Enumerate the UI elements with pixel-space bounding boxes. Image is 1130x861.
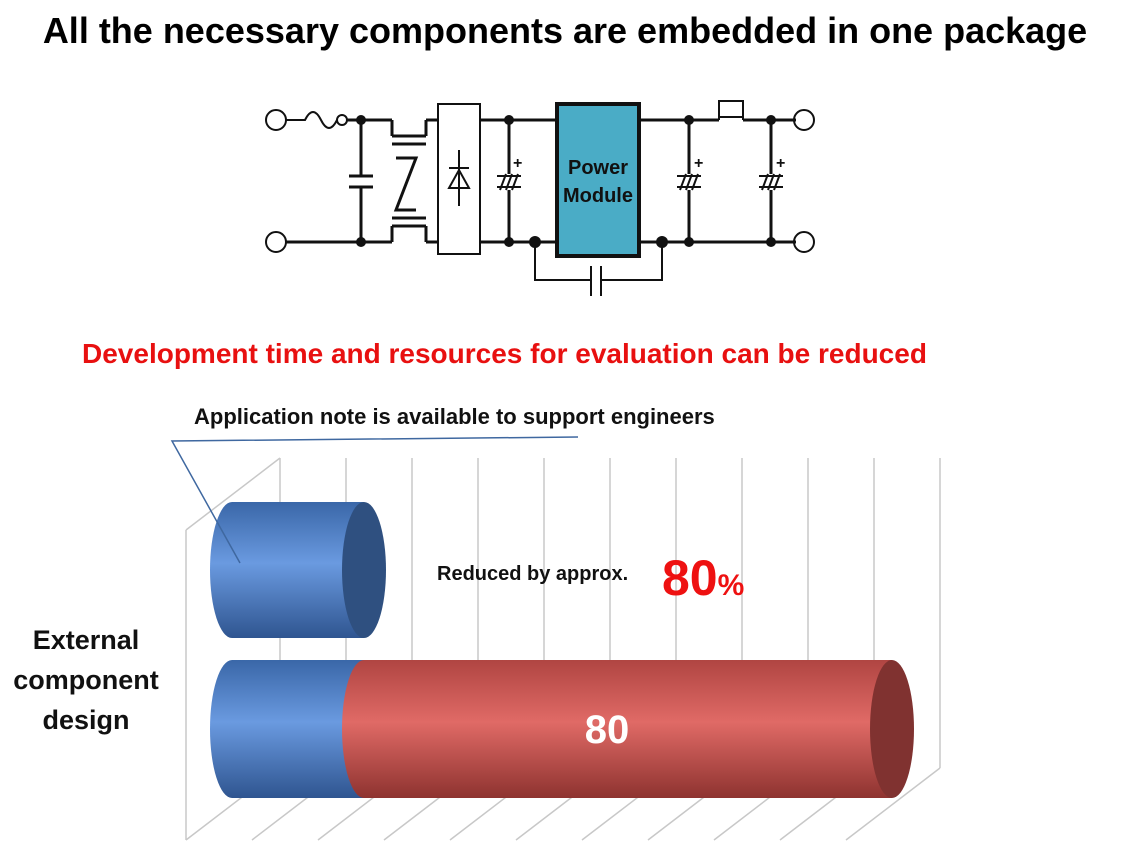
series-bar-red	[342, 660, 914, 798]
svg-text:+: +	[694, 155, 703, 172]
output-inductor	[718, 100, 744, 118]
series-bar-blue	[210, 660, 364, 798]
page-title: All the necessary components are embedde…	[42, 10, 1088, 51]
category-label-line: External	[32, 625, 140, 655]
callout-line	[170, 436, 579, 564]
reduction-annotation-text: Reduced by approx.	[437, 563, 629, 585]
reference-bar	[210, 502, 386, 638]
category-label-line: component	[13, 665, 159, 695]
output-capacitor-2: +	[759, 120, 785, 242]
category-label: External component design	[4, 620, 168, 740]
rectifier-block	[437, 103, 481, 255]
bar-data-label: 80	[584, 708, 630, 752]
output-terminal-bottom	[793, 231, 815, 253]
svg-text:+: +	[776, 155, 785, 172]
common-mode-choke	[392, 120, 428, 242]
category-label-line: design	[42, 705, 130, 735]
output-terminal-top	[793, 109, 815, 131]
category-label-text: External component design	[13, 625, 159, 735]
input-terminal-bottom	[265, 231, 287, 253]
subtitle: Development time and resources for evalu…	[82, 338, 927, 369]
junction-dot	[356, 115, 366, 125]
svg-text:+: +	[513, 155, 522, 172]
chart-area	[170, 436, 941, 841]
power-module-label-line2: Module	[563, 185, 633, 207]
input-capacitor: +	[497, 120, 522, 242]
loop-capacitor	[534, 242, 663, 296]
application-note: Application note is available to support…	[194, 404, 715, 429]
reduction-unit: %	[717, 569, 745, 602]
reduction-value: 80	[662, 550, 718, 606]
fuse-symbol	[286, 111, 338, 129]
power-module-label-line1: Power	[568, 157, 628, 179]
junction-dot	[356, 237, 366, 247]
reduction-percentage: 80%	[662, 549, 744, 607]
input-terminal-top	[265, 109, 287, 131]
output-capacitor-1: +	[677, 120, 703, 242]
fuse-node	[336, 114, 348, 126]
power-module-block	[555, 102, 641, 258]
